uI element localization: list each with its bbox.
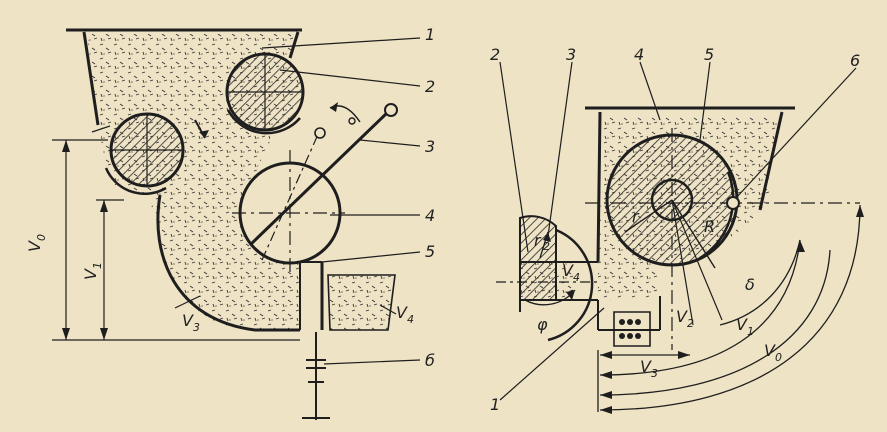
right-label-r: r xyxy=(632,207,640,226)
right-label-v2: V 2 xyxy=(676,307,694,330)
right-label-v4: V 4 xyxy=(562,261,580,284)
right-label-v1: V 1 xyxy=(736,315,754,338)
svg-text:2: 2 xyxy=(687,317,694,330)
svg-text:V: V xyxy=(25,240,44,252)
left-callout-5: 5 xyxy=(425,242,435,261)
svg-text:3: 3 xyxy=(651,367,658,380)
svg-text:V: V xyxy=(736,315,748,334)
svg-text:V: V xyxy=(764,341,776,360)
svg-text:3: 3 xyxy=(193,321,200,334)
right-label-delta: δ xyxy=(745,275,755,294)
right-label-phi: φ xyxy=(537,315,548,334)
right-label-v3: V 3 xyxy=(640,357,658,380)
svg-text:1: 1 xyxy=(747,325,754,338)
left-callout-6: б xyxy=(425,351,435,370)
right-figure xyxy=(496,61,864,414)
svg-text:V: V xyxy=(182,311,194,330)
right-callout-5: 5 xyxy=(704,45,714,64)
svg-text:0: 0 xyxy=(775,351,782,364)
left-block-v4 xyxy=(327,274,396,331)
left-callout-2: 2 xyxy=(425,77,435,96)
svg-text:V: V xyxy=(396,303,408,322)
svg-text:V: V xyxy=(562,261,574,280)
svg-text:4: 4 xyxy=(407,313,414,326)
svg-text:4: 4 xyxy=(573,271,580,284)
right-callout-6: 6 xyxy=(850,51,860,70)
svg-text:0: 0 xyxy=(35,234,48,241)
left-callout-4: 4 xyxy=(425,206,435,225)
right-label-R: R xyxy=(704,217,715,236)
left-label-v1: V 1 xyxy=(81,262,104,280)
right-label-r2: r 2 xyxy=(534,231,550,253)
right-callout-2: 2 xyxy=(490,45,500,64)
left-callout-1: 1 xyxy=(425,25,435,44)
left-label-v0: V 0 xyxy=(25,234,48,252)
left-figure xyxy=(52,28,421,420)
right-callout-1: 1 xyxy=(490,395,500,414)
right-label-v0: V 0 xyxy=(764,341,782,364)
right-callout-3: 3 xyxy=(566,45,576,64)
svg-text:V: V xyxy=(676,307,688,326)
left-label-v4: V 4 xyxy=(396,303,414,326)
left-label-v3: V 3 xyxy=(182,311,200,334)
svg-text:r: r xyxy=(534,231,542,250)
right-sector xyxy=(519,215,557,301)
right-callout-4: 4 xyxy=(634,45,644,64)
svg-text:2: 2 xyxy=(543,240,550,253)
svg-text:V: V xyxy=(640,357,652,376)
left-callout-3: 3 xyxy=(425,137,435,156)
svg-text:V: V xyxy=(81,268,100,280)
svg-text:1: 1 xyxy=(91,262,104,269)
